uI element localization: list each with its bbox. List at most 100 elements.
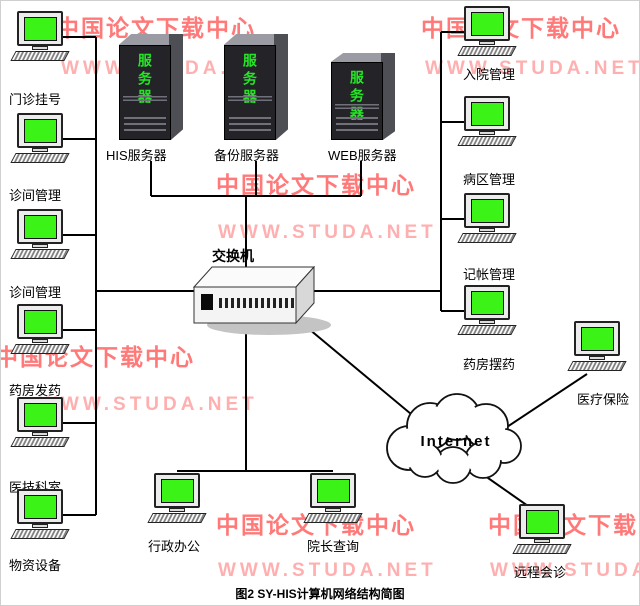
watermark-text: 中国论文下载中心 <box>216 172 416 198</box>
monitor-stand <box>589 356 605 360</box>
server-vents <box>229 116 271 135</box>
monitor-stand <box>534 539 550 543</box>
watermark-url: WWW.STUDA.NET <box>490 560 639 581</box>
network-switch <box>192 265 331 335</box>
server-front-text: 服务器 <box>241 52 258 107</box>
workstation-outpatient-registration <box>10 11 70 67</box>
keyboard-icon <box>457 233 517 243</box>
keyboard-icon <box>10 51 70 61</box>
switch-top-face <box>192 266 316 288</box>
server-front-text: 服务器 <box>348 69 365 124</box>
watermark-url: WWW.STUDA.NET <box>39 394 258 415</box>
watermark-text: 中国论文下载中心 <box>421 15 621 41</box>
workstation-remote-consultation <box>512 504 572 560</box>
server-bus-line <box>150 161 362 271</box>
label-outpatient-registration: 门诊挂号 <box>9 92 62 107</box>
internet-label: Internet <box>420 433 492 450</box>
keyboard-icon <box>512 544 572 554</box>
backup-server: 服务器 <box>224 34 288 140</box>
label-remote-consultation: 远程会诊 <box>514 565 567 580</box>
switch-slot <box>201 294 213 310</box>
right-bus-line <box>296 31 465 312</box>
workstation-billing-mgmt <box>457 193 517 249</box>
his-server-label: HIS服务器 <box>106 148 167 163</box>
diagram-caption: 图2 SY-HIS计算机网络结构简图 <box>235 587 405 601</box>
screen <box>470 11 504 36</box>
server-vents <box>336 116 378 135</box>
label-director-query: 院长查询 <box>307 539 360 554</box>
monitor-icon <box>464 193 510 228</box>
label-clinic-room-1: 诊间管理 <box>9 188 62 203</box>
label-clinic-room-2: 诊间管理 <box>9 285 62 300</box>
workstation-clinic-room-1 <box>10 113 70 169</box>
his-server: 服务器 <box>119 34 183 140</box>
screen <box>23 494 57 519</box>
monitor-stand <box>32 244 48 248</box>
monitor-stand <box>32 148 48 152</box>
monitor-icon <box>464 96 510 131</box>
label-medical-insurance: 医疗保险 <box>577 392 630 407</box>
screen <box>470 101 504 126</box>
monitor-stand <box>32 524 48 528</box>
switch-label: 交换机 <box>212 248 254 264</box>
web-server-label: WEB服务器 <box>328 148 397 163</box>
watermark-url: WWW.STUDA.NET <box>218 222 437 243</box>
server-front: 服务器 <box>119 44 171 140</box>
label-materials-equipment: 物资设备 <box>9 558 62 573</box>
monitor-stand <box>32 339 48 343</box>
switch-internet-line <box>296 318 430 430</box>
workstation-admin-office <box>147 473 207 529</box>
monitor-stand <box>479 41 495 45</box>
screen <box>23 118 57 143</box>
workstation-director-query <box>303 473 363 529</box>
label-admission-mgmt: 入院管理 <box>463 67 516 82</box>
workstation-materials-equipment <box>10 489 70 545</box>
keyboard-icon <box>10 153 70 163</box>
left-bus-line <box>62 36 194 516</box>
screen <box>316 478 350 503</box>
watermark-url: WWW.STUDA.NET <box>425 58 640 79</box>
monitor-icon <box>17 397 63 432</box>
keyboard-icon <box>457 325 517 335</box>
monitor-stand <box>32 432 48 436</box>
screen <box>160 478 194 503</box>
keyboard-icon <box>10 437 70 447</box>
server-front: 服务器 <box>224 44 276 140</box>
server-front: 服务器 <box>331 61 383 140</box>
monitor-icon <box>464 285 510 320</box>
keyboard-icon <box>457 136 517 146</box>
monitor-icon <box>17 11 63 46</box>
web-server: 服务器 <box>331 53 395 140</box>
label-pharmacy-dispense: 药房发药 <box>9 383 62 398</box>
label-admin-office: 行政办公 <box>148 539 201 554</box>
watermark-url: WWW.STUDA.NET <box>218 560 437 581</box>
monitor-icon <box>519 504 565 539</box>
monitor-icon <box>310 473 356 508</box>
workstation-ward-mgmt <box>457 96 517 152</box>
bottom-bus-line <box>177 323 333 472</box>
keyboard-icon <box>567 361 627 371</box>
screen <box>23 402 57 427</box>
screen <box>23 16 57 41</box>
monitor-stand <box>325 508 341 512</box>
server-band <box>335 103 379 111</box>
monitor-stand <box>479 131 495 135</box>
keyboard-icon <box>303 513 363 523</box>
internet-insurance-line <box>500 373 588 432</box>
monitor-icon <box>17 113 63 148</box>
server-band <box>228 96 272 104</box>
workstation-admission-mgmt <box>457 6 517 62</box>
monitor-icon <box>154 473 200 508</box>
screen <box>525 509 559 534</box>
keyboard-icon <box>147 513 207 523</box>
monitor-icon <box>17 304 63 339</box>
label-pharmacy-prep: 药房摆药 <box>463 357 516 372</box>
label-billing-mgmt: 记帐管理 <box>463 267 516 282</box>
monitor-icon <box>574 321 620 356</box>
monitor-stand <box>479 320 495 324</box>
workstation-medical-insurance <box>567 321 627 377</box>
server-vents <box>124 116 166 135</box>
monitor-stand <box>479 228 495 232</box>
